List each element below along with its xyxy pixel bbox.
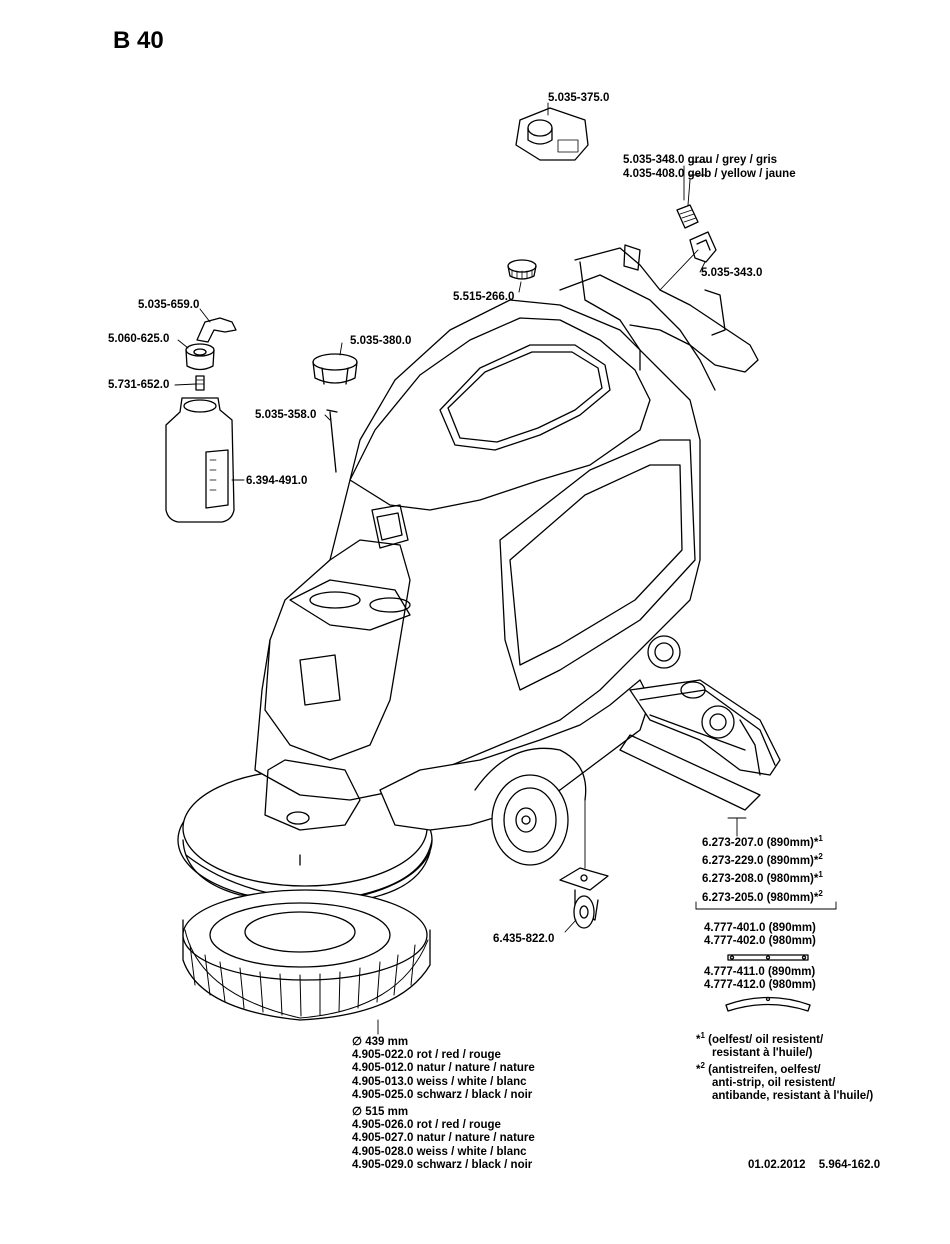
part-cap-icon: [507, 259, 537, 280]
part-label-5-035-375: 5.035-375.0: [548, 92, 610, 104]
part-switch-icon: [676, 204, 699, 229]
part-filter-lid-icon: [312, 353, 358, 385]
part-rod-icon: [326, 409, 338, 473]
part-nozzle-icon: [195, 375, 205, 391]
part-dosing-lever-icon: [196, 317, 237, 343]
diameter-heading: ∅ 439 mm: [352, 1036, 409, 1048]
part-label-5-731-652: 5.731-652.0: [108, 379, 170, 391]
part-caster-icon: [559, 867, 609, 929]
document-footer: 01.02.2012 5.964-162.0: [748, 1159, 880, 1171]
leader-lines: [174, 102, 837, 1035]
squeegee-lip-curved-icon: [725, 996, 811, 1012]
footnote-2: *2 (antistreifen, oelfest/ anti-strip, o…: [696, 1061, 874, 1103]
squeegee-parts-list: 6.273-207.0 (890mm)*1 6.273-229.0 (890mm…: [702, 834, 823, 905]
squeegee-line: 6.273-229.0 (890mm)*2: [702, 852, 823, 868]
part-label-5-515-266: 5.515-266.0: [453, 291, 515, 303]
part-label-5-035-380: 5.035-380.0: [350, 335, 412, 347]
part-label-5-035-348: 5.035-348.0 grau / grey / gris: [623, 154, 777, 167]
footnote-1: *1 (oelfest/ oil resistent/ resistant à …: [696, 1031, 824, 1060]
part-label-5-035-343: 5.035-343.0: [701, 267, 763, 279]
color-variant: gelb / yellow / jaune: [687, 168, 796, 180]
diameter-heading: ∅ 515 mm: [352, 1106, 409, 1119]
page-title: B 40: [113, 27, 164, 54]
squeegee-line: 6.273-207.0 (890mm)*1: [702, 834, 823, 850]
part-bottle-icon: [165, 397, 235, 523]
squeegee-lip-straight-icon: [727, 954, 809, 961]
footer-document-number: 5.964-162.0: [818, 1159, 881, 1171]
part-bottle-cap-icon: [185, 343, 215, 371]
brush-parts-list: ∅ 439 mm 4.905-022.0 rot / red / rouge 4…: [352, 1036, 535, 1171]
part-tray-icon: [515, 107, 589, 161]
part-number: 5.035-348.0: [623, 154, 685, 166]
part-label-5-060-625: 5.060-625.0: [108, 333, 170, 345]
squeegee-lip-list-a: 4.777-401.0 (890mm) 4.777-402.0 (980mm): [704, 922, 816, 948]
squeegee-line: 6.273-205.0 (980mm)*2: [702, 888, 823, 904]
part-label-5-035-358: 5.035-358.0: [255, 409, 317, 421]
part-clip-icon: [689, 231, 717, 263]
part-label-6-435-822: 6.435-822.0: [493, 933, 555, 945]
part-number: 4.035-408.0: [623, 168, 685, 180]
color-variant: grau / grey / gris: [687, 154, 778, 166]
part-label-6-394-491: 6.394-491.0: [246, 475, 308, 487]
footer-date: 01.02.2012: [748, 1159, 806, 1171]
squeegee-line: 6.273-208.0 (980mm)*1: [702, 870, 823, 886]
machine-body: [177, 244, 781, 1021]
part-label-5-035-659: 5.035-659.0: [138, 299, 200, 311]
squeegee-lip-list-b: 4.777-411.0 (890mm) 4.777-412.0 (980mm): [704, 966, 816, 992]
part-label-4-035-408: 4.035-408.0 gelb / yellow / jaune: [623, 168, 796, 181]
